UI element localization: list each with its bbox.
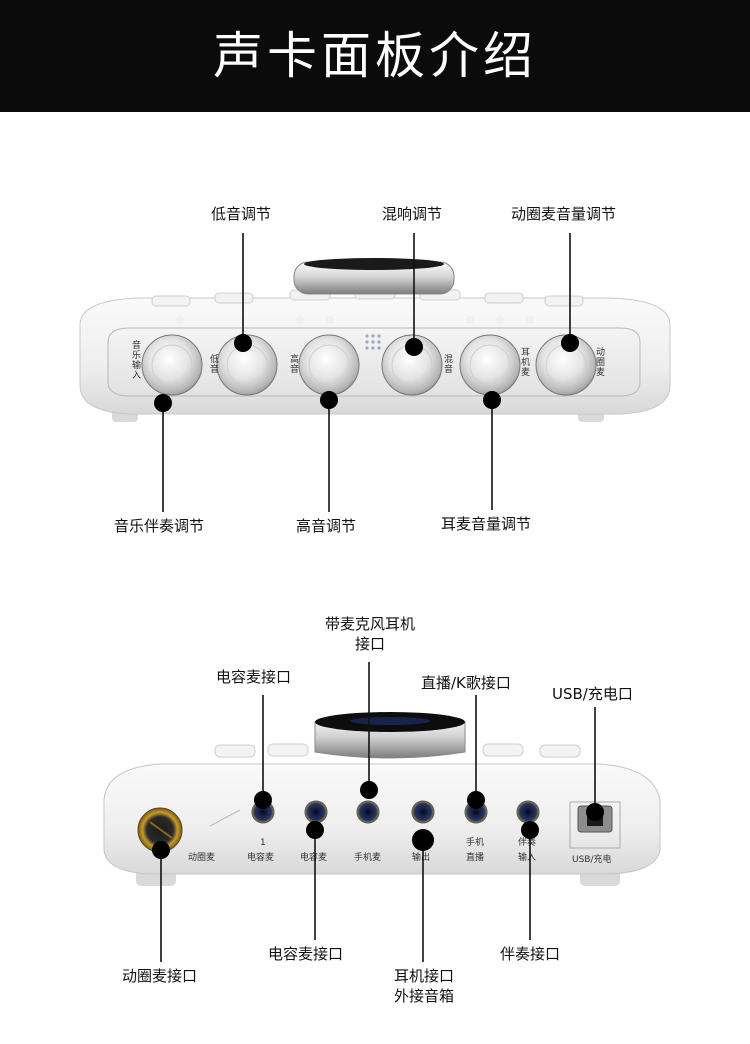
top-callout-lines <box>154 233 579 512</box>
svg-text:直播: 直播 <box>466 851 484 863</box>
svg-text:动: 动 <box>596 347 605 358</box>
knob-music-input[interactable] <box>141 334 203 396</box>
callout-music-accompaniment: 音乐伴奏调节 <box>114 517 205 535</box>
knob-headset-mic[interactable] <box>459 334 521 396</box>
knob-label-headset-mic: 耳 机 麦 <box>521 347 530 378</box>
knob-bass[interactable] <box>216 334 278 396</box>
svg-text:手机麦: 手机麦 <box>354 851 381 863</box>
svg-text:乐: 乐 <box>132 349 141 361</box>
callout-live-karaoke: 直播/K歌接口 <box>421 674 511 692</box>
knob-label-dynamic-mic: 动 圈 麦 <box>596 347 605 378</box>
svg-text:入: 入 <box>132 370 141 381</box>
svg-text:麦: 麦 <box>521 366 530 378</box>
svg-text:音: 音 <box>132 339 141 351</box>
callout-condenser-mic-top: 电容麦接口 <box>216 668 292 686</box>
bottom-device: 动圈麦 1 电容麦 电容麦 手机麦 输出 手机 直播 伴奏 输入 USB/充电 <box>103 662 661 962</box>
callout-dynamic-mic-volume: 动圈麦音量调节 <box>511 205 617 223</box>
callout-headphone-line1: 耳机接口 <box>393 967 454 985</box>
callout-bass: 低音调节 <box>211 205 272 223</box>
knob-label-bass: 低 音 <box>210 353 219 375</box>
svg-text:动圈麦: 动圈麦 <box>188 851 215 863</box>
port-labels: 动圈麦 1 电容麦 电容麦 手机麦 输出 手机 直播 伴奏 输入 USB/充电 <box>188 836 612 865</box>
panel-line <box>209 809 241 827</box>
port-output[interactable] <box>411 800 435 824</box>
port-condenser-2[interactable] <box>304 800 328 824</box>
callout-treble: 高音调节 <box>296 517 357 535</box>
bottom-buttons <box>214 743 581 758</box>
page-title: 声卡面板介绍 <box>213 27 537 85</box>
callout-dynamic-mic: 动圈麦接口 <box>122 967 198 985</box>
port-accompaniment[interactable] <box>516 800 540 824</box>
svg-text:音: 音 <box>290 363 299 375</box>
svg-text:USB/充电: USB/充电 <box>572 853 612 865</box>
svg-text:输: 输 <box>132 359 141 371</box>
svg-text:输入: 输入 <box>518 851 536 863</box>
svg-text:手机: 手机 <box>466 836 484 848</box>
callout-reverb: 混响调节 <box>382 205 443 223</box>
callout-accompaniment: 伴奏接口 <box>500 945 561 963</box>
svg-text:电容麦: 电容麦 <box>247 851 274 863</box>
callout-headset-with-mic: 带麦克风耳机 接口 <box>318 614 422 654</box>
callout-condenser-mic-bottom: 电容麦接口 <box>268 945 344 963</box>
svg-text:电容麦: 电容麦 <box>300 851 327 863</box>
svg-text:伴奏: 伴奏 <box>518 836 536 848</box>
svg-text:高: 高 <box>290 353 299 365</box>
svg-text:低: 低 <box>210 353 219 365</box>
svg-text:输出: 输出 <box>412 851 430 863</box>
port-phone-mic[interactable] <box>356 800 380 824</box>
device-body <box>103 763 661 875</box>
port-dynamic-mic[interactable] <box>137 807 183 853</box>
svg-text:1: 1 <box>260 838 266 848</box>
knob-treble[interactable] <box>298 334 360 396</box>
callout-headset-with-mic-line2: 接口 <box>354 635 385 653</box>
svg-text:耳: 耳 <box>521 347 530 358</box>
svg-text:音: 音 <box>444 363 453 375</box>
svg-text:麦: 麦 <box>596 366 605 378</box>
svg-text:混: 混 <box>444 354 453 365</box>
callout-headphone-line2: 外接音箱 <box>393 987 454 1005</box>
indicator-dots <box>365 334 381 350</box>
callout-headphone: 耳机接口 外接音箱 <box>376 966 472 1006</box>
header-bar: 声卡面板介绍 <box>0 0 750 112</box>
top-dome <box>293 258 455 295</box>
knob-label-treble: 高 音 <box>290 353 299 375</box>
callout-headset-with-mic-line1: 带麦克风耳机 <box>324 615 415 633</box>
callout-usb-charge: USB/充电口 <box>552 685 633 703</box>
bottom-dome <box>314 712 466 759</box>
knob-label-music-input: 音 乐 输 入 <box>132 339 141 381</box>
top-device: 音 乐 输 入 低 音 高 音 混 音 耳 机 麦 动 圈 麦 <box>79 233 671 512</box>
svg-text:机: 机 <box>521 356 530 368</box>
svg-text:圈: 圈 <box>596 357 605 368</box>
bottom-callout-lines <box>152 662 604 962</box>
knob-label-reverb: 混 音 <box>444 354 453 375</box>
svg-text:音: 音 <box>210 363 219 375</box>
callout-headset-mic-volume: 耳麦音量调节 <box>441 515 532 533</box>
